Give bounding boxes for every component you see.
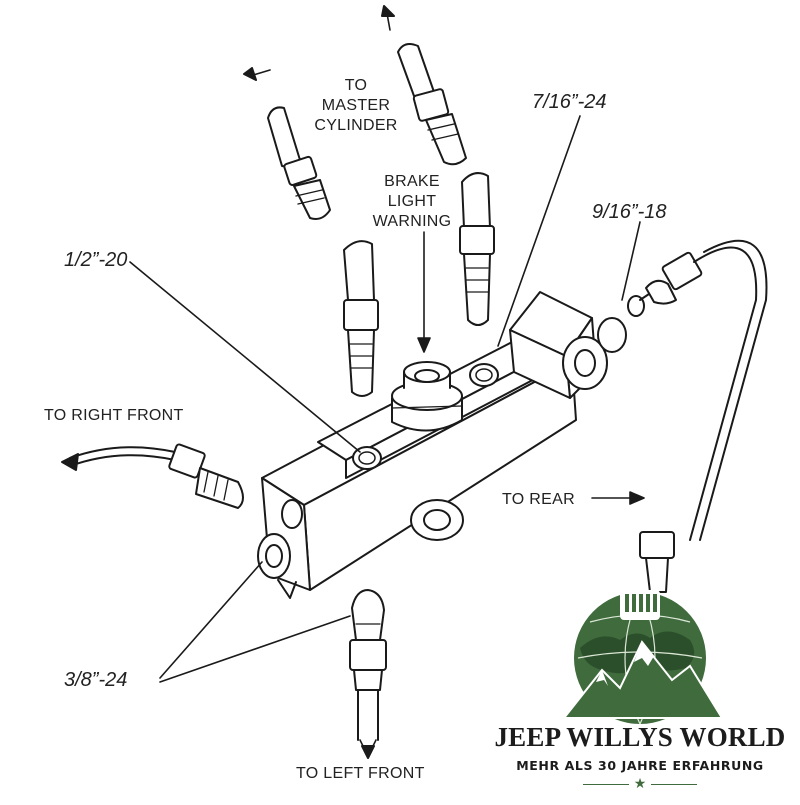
leader-lines (129, 115, 645, 683)
logo-star-row: ★ (480, 776, 800, 792)
logo-rule-right (650, 783, 697, 785)
rear-line (627, 239, 768, 593)
logo-subtitle: MEHR ALS 30 JAHRE ERFAHRUNG (516, 758, 764, 773)
master-line-right (381, 5, 467, 166)
valve-body (257, 291, 627, 599)
left-front-line (349, 589, 387, 759)
label-fitting-7-16: 7/16”-24 (532, 91, 607, 113)
label-to-master-cylinder-line2: MASTER (321, 97, 391, 114)
logo-title: JEEP WILLYS WORLD (494, 722, 786, 752)
logo-rule-left (583, 783, 630, 785)
label-fitting-9-16: 9/16”-18 (592, 201, 667, 223)
label-to-left-front: TO LEFT FRONT (296, 765, 425, 782)
logo-star-icon: ★ (633, 776, 647, 792)
inlet-line-left (343, 240, 379, 397)
label-fitting-1-2: 1/2”-20 (64, 249, 128, 271)
label-brake-light-warning-line3: WARNING (372, 213, 452, 230)
label-to-rear: TO REAR (502, 491, 575, 508)
label-brake-light-warning: BRAKE LIGHT WARNING (352, 172, 472, 232)
label-to-master-cylinder: TO MASTER CYLINDER (296, 76, 416, 136)
label-fitting-3-8: 3/8”-24 (64, 669, 128, 691)
inlet-line-right (459, 172, 495, 326)
label-brake-light-warning-line1: BRAKE (384, 173, 440, 190)
master-line-left (243, 67, 331, 220)
warning-switch (391, 361, 463, 432)
jeep-willys-world-logo-icon (561, 590, 724, 725)
right-front-line (61, 443, 244, 509)
label-to-master-cylinder-line3: CYLINDER (314, 117, 398, 134)
label-brake-light-warning-line2: LIGHT (387, 193, 437, 210)
label-to-right-front: TO RIGHT FRONT (44, 407, 184, 424)
label-to-master-cylinder-line1: TO (344, 77, 368, 94)
